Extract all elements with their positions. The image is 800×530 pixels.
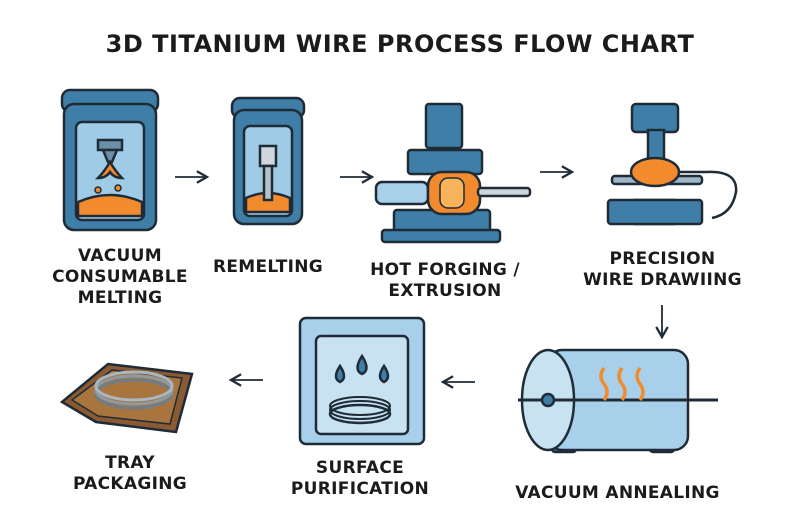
step-label-surface-purification: SURFACE PURIFICATION [290, 458, 430, 499]
forging-press-icon [374, 102, 532, 244]
step-label-vacuum-annealing: VACUUM ANNEALING [515, 483, 720, 503]
surface-purification-tank-icon [298, 316, 426, 446]
step-label-hot-forging-extrusion: HOT FORGING / EXTRUSION [370, 260, 520, 301]
chart-title: 3D TITANIUM WIRE PROCESS FLOW CHART [105, 30, 695, 58]
vacuum-annealing-furnace-icon [518, 348, 718, 454]
step-label-precision-wire-drawing: PRECISION WIRE DRAWIING [583, 249, 742, 290]
packaging-tray-icon [59, 362, 194, 434]
remelting-crucible-icon [230, 96, 306, 226]
step-label-remelting: REMELTING [212, 257, 324, 277]
step-label-vacuum-consumable-melting: VACUUM CONSUMABLE MELTING [52, 246, 188, 308]
wire-drawing-die-icon [606, 102, 738, 226]
step-label-tray-packaging: TRAY PACKAGING [72, 453, 188, 494]
vacuum-melting-furnace-icon [60, 88, 160, 232]
